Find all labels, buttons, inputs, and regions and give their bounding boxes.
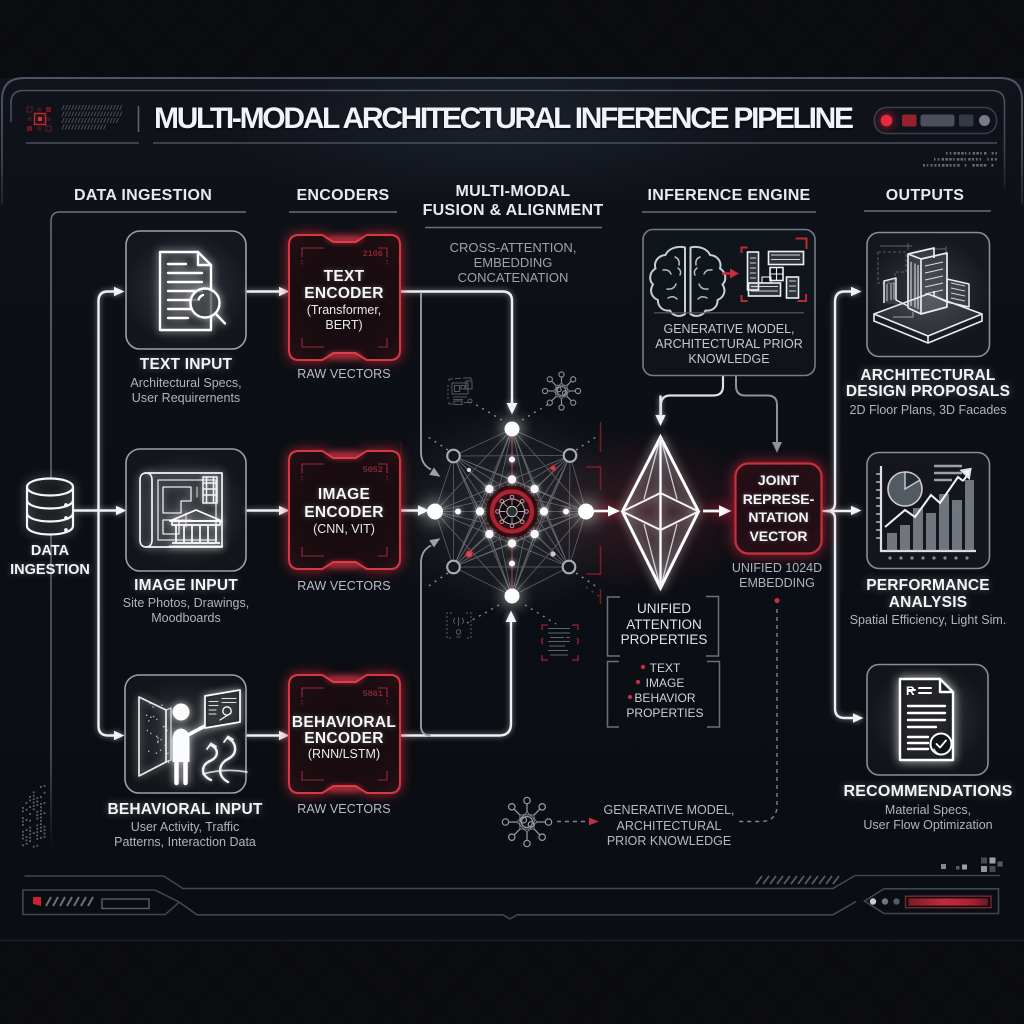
svg-text:R: R (906, 684, 915, 698)
svg-text:5861: 5861 (363, 689, 383, 699)
svg-text:5052: 5052 (363, 465, 383, 475)
svg-text:2106: 2106 (363, 249, 383, 259)
